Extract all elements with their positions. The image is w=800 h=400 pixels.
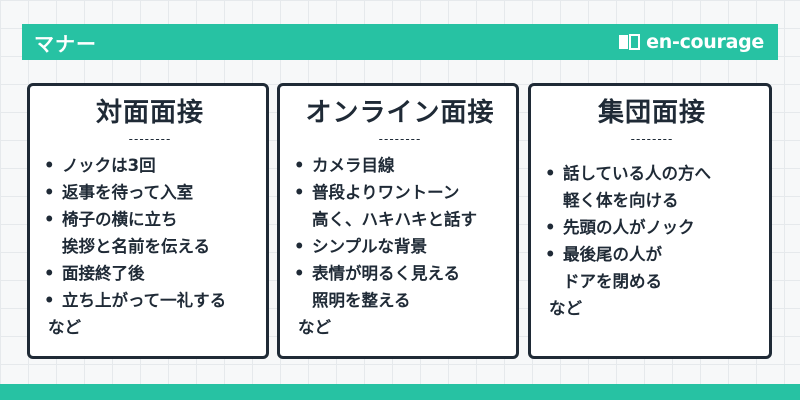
header-bar: マナー en-courage bbox=[22, 24, 778, 60]
bullet-icon: • bbox=[545, 164, 556, 183]
bullet-icon: • bbox=[545, 218, 556, 237]
card-item-list: • ノックは3回 • 返事を待って入室 • 椅子の横に立ち 挨拶と名前を伝える • 面接… bbox=[44, 152, 256, 314]
list-item: • 話している人の方へ 軽く体を向ける bbox=[545, 160, 759, 214]
list-item: • ノックは3回 bbox=[44, 152, 256, 179]
list-item-text: カメラ目線 bbox=[312, 156, 395, 175]
bullet-icon: • bbox=[294, 237, 305, 256]
bullet-icon: • bbox=[44, 264, 55, 283]
card-title: 集団面接 bbox=[597, 98, 706, 128]
list-item-text: 返事を待って入室 bbox=[62, 183, 194, 202]
list-item: • 面接終了後 bbox=[44, 260, 256, 287]
card-group-interview: 集団面接 -------- • 話している人の方へ 軽く体を向ける • 先頭の人がノ… bbox=[528, 83, 772, 359]
card-note: など bbox=[48, 318, 81, 337]
bullet-icon: • bbox=[44, 183, 55, 202]
card-item-list: • 話している人の方へ 軽く体を向ける • 先頭の人がノック • 最後尾の人が ドアを… bbox=[545, 160, 759, 295]
list-item-text: 面接終了後 bbox=[62, 264, 145, 283]
bullet-icon: • bbox=[294, 156, 305, 175]
list-item: • 返事を待って入室 bbox=[44, 179, 256, 206]
bullet-icon: • bbox=[44, 210, 55, 229]
list-item-text: 話している人の方へ 軽く体を向ける bbox=[563, 164, 712, 210]
card-title: オンライン面接 bbox=[305, 98, 495, 128]
footer-bar bbox=[0, 384, 800, 400]
list-item: • 先頭の人がノック bbox=[545, 214, 759, 241]
list-item-text: 立ち上がって一礼する bbox=[62, 291, 227, 310]
list-item-text: 先頭の人がノック bbox=[563, 218, 695, 237]
list-item: • カメラ目線 bbox=[294, 152, 506, 179]
card-item-list: • カメラ目線 • 普段よりワントーン 高く、ハキハキと話す • シンプルな背景 • 表… bbox=[294, 152, 506, 314]
list-item: • 表情が明るく見える 照明を整える bbox=[294, 260, 506, 314]
list-item: • 立ち上がって一礼する bbox=[44, 287, 256, 314]
list-item: • シンプルな背景 bbox=[294, 233, 506, 260]
list-item-text: 最後尾の人が ドアを閉める bbox=[563, 245, 662, 291]
header-title: マナー bbox=[34, 31, 97, 56]
card-divider: -------- bbox=[128, 132, 172, 146]
logo-text: en-courage bbox=[646, 31, 764, 53]
list-item-text: シンプルな背景 bbox=[312, 237, 428, 256]
bullet-icon: • bbox=[44, 291, 55, 310]
card-divider: -------- bbox=[630, 132, 674, 146]
list-item-text: 表情が明るく見える 照明を整える bbox=[312, 264, 461, 310]
card-in-person-interview: 対面面接 -------- • ノックは3回 • 返事を待って入室 • 椅子の横に立ち… bbox=[27, 83, 269, 359]
brand-logo: en-courage bbox=[618, 31, 764, 53]
list-item-text: 普段よりワントーン 高く、ハキハキと話す bbox=[312, 183, 477, 229]
list-item: • 最後尾の人が ドアを閉める bbox=[545, 241, 759, 295]
card-note: など bbox=[549, 299, 582, 318]
list-item: • 普段よりワントーン 高く、ハキハキと話す bbox=[294, 179, 506, 233]
bullet-icon: • bbox=[545, 245, 556, 264]
card-online-interview: オンライン面接 -------- • カメラ目線 • 普段よりワントーン 高く、ハキ… bbox=[277, 83, 519, 359]
bullet-icon: • bbox=[294, 264, 305, 283]
card-note: など bbox=[298, 318, 331, 337]
list-item-text: ノックは3回 bbox=[62, 156, 156, 175]
logo-book-icon bbox=[619, 34, 641, 50]
card-divider: -------- bbox=[378, 132, 422, 146]
list-item-text: 椅子の横に立ち 挨拶と名前を伝える bbox=[62, 210, 211, 256]
card-title: 対面面接 bbox=[95, 98, 204, 128]
list-item: • 椅子の横に立ち 挨拶と名前を伝える bbox=[44, 206, 256, 260]
bullet-icon: • bbox=[294, 183, 305, 202]
bullet-icon: • bbox=[44, 156, 55, 175]
